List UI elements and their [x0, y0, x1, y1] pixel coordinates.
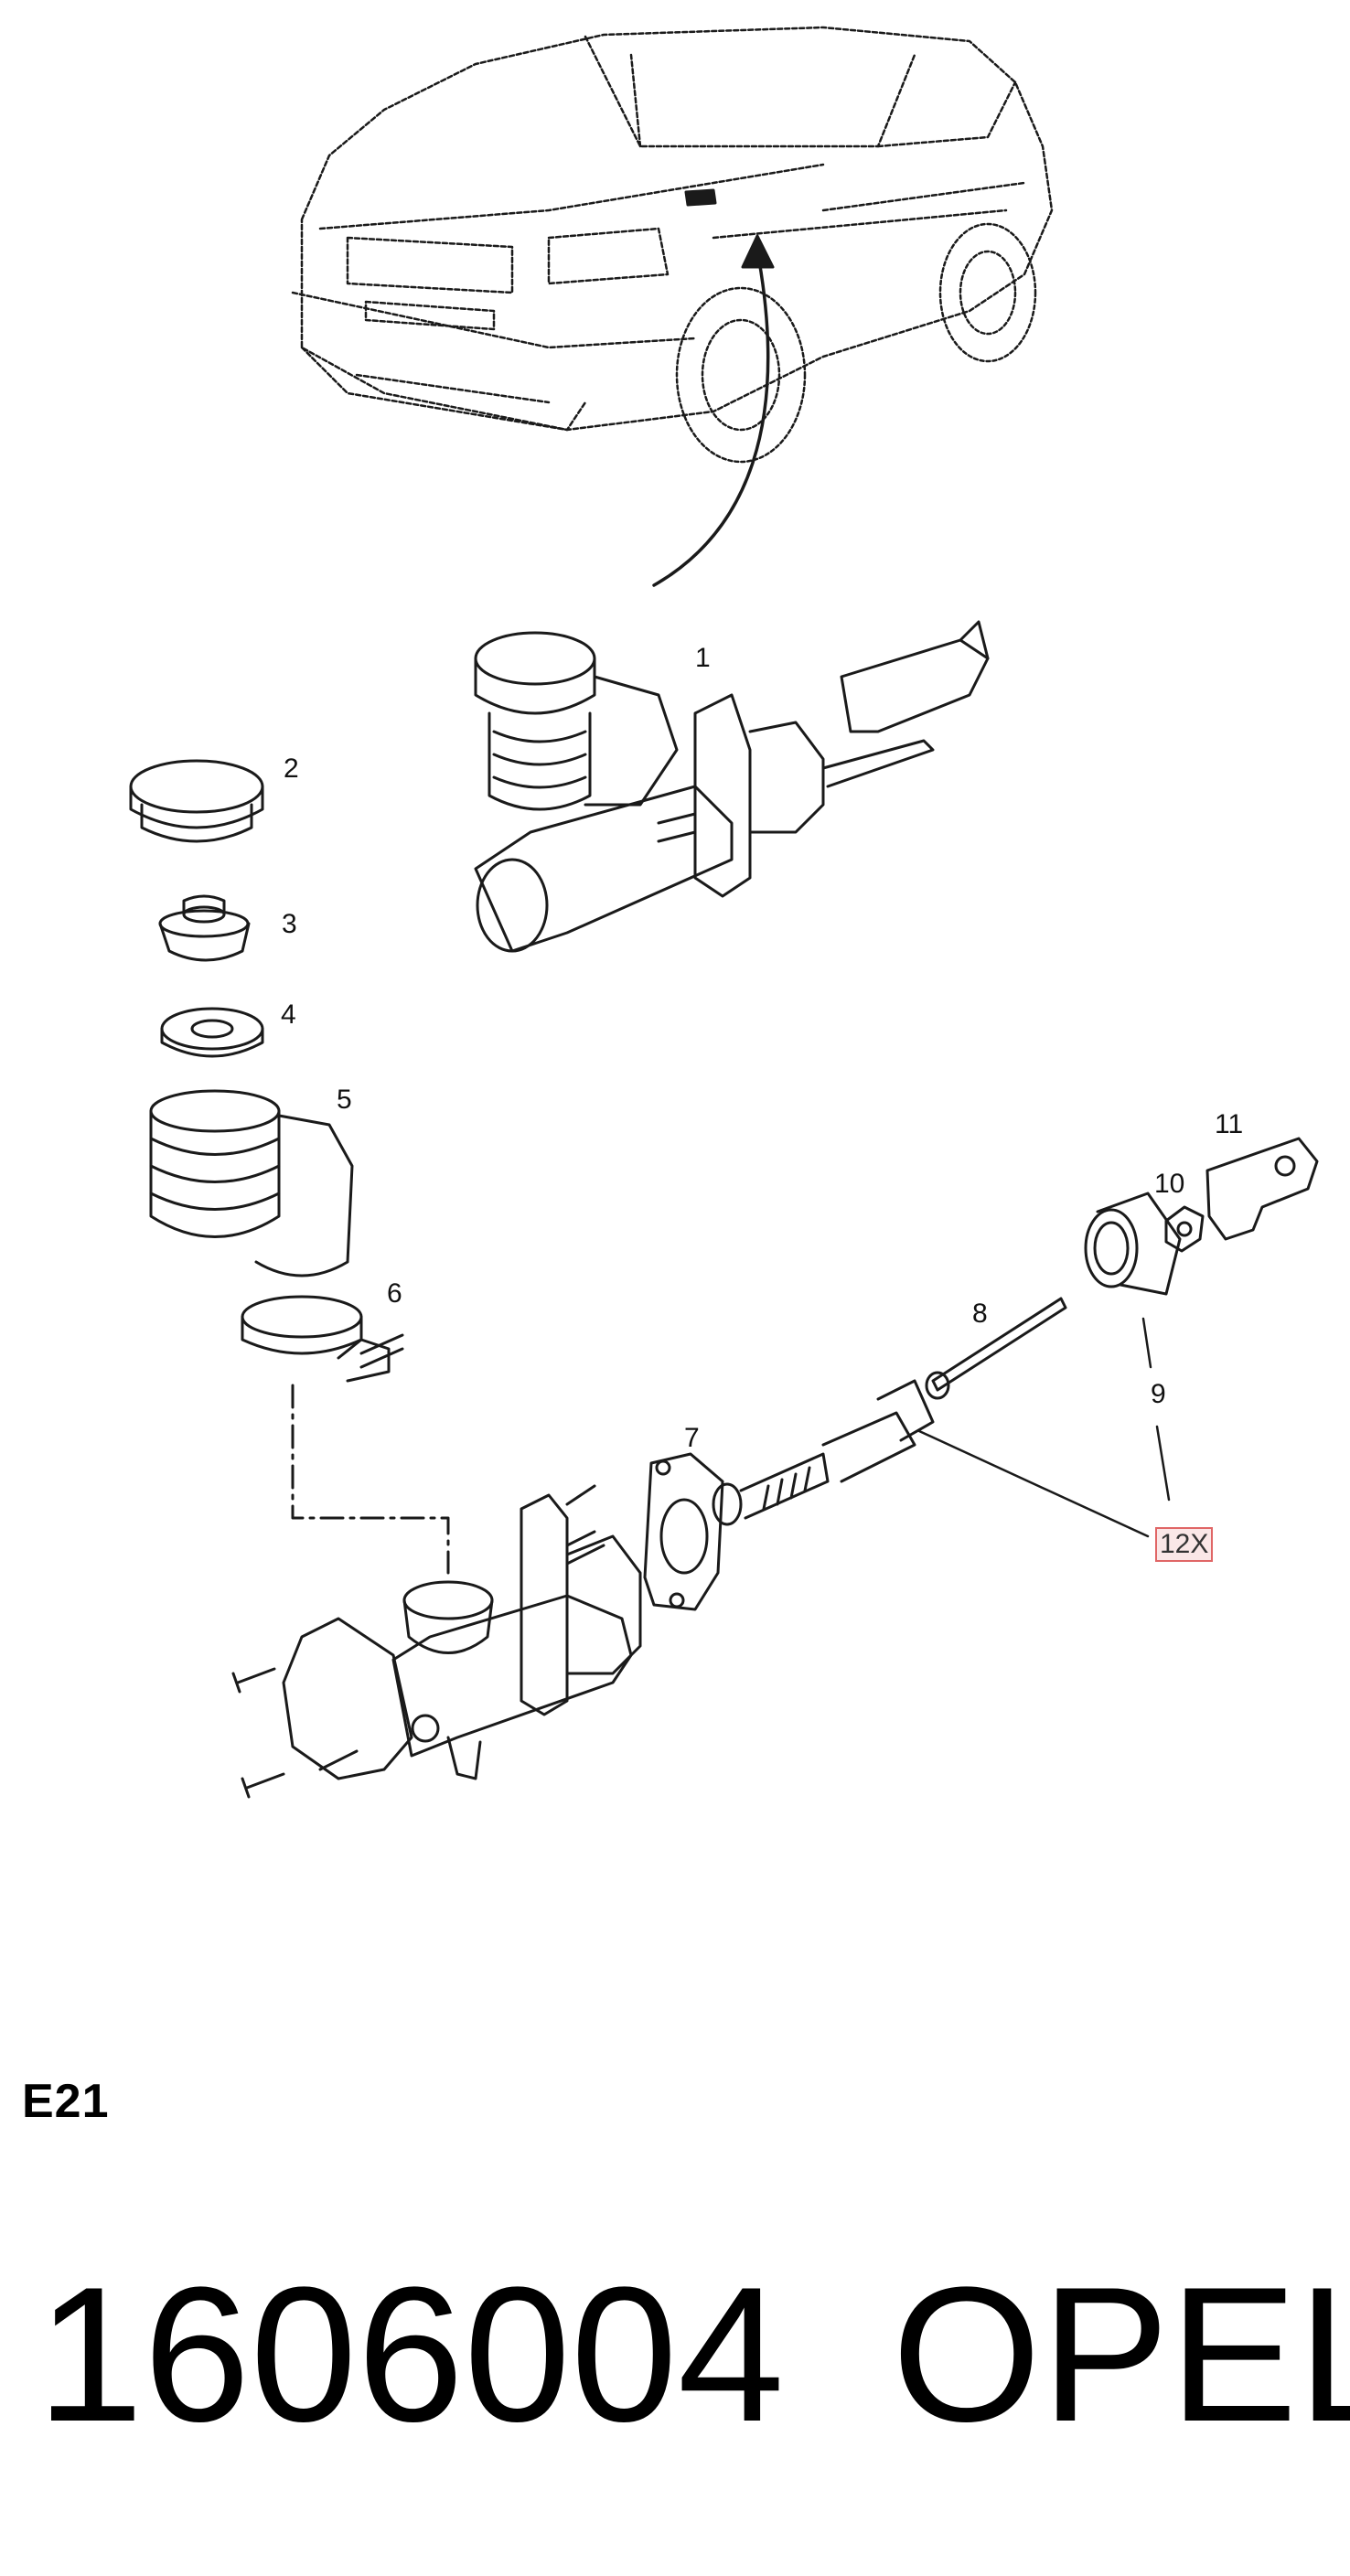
callout-10: 10	[1154, 1169, 1185, 1199]
pointer-arrowhead	[741, 234, 775, 269]
part-7-gasket	[643, 1452, 724, 1611]
brand-name: OPEL	[892, 2247, 1350, 2462]
callout-2: 2	[284, 754, 299, 784]
leader-lines	[917, 1317, 1171, 1538]
vehicle-rear-wheel	[938, 222, 1037, 363]
pointer-arrow	[652, 259, 770, 587]
piston-kit-parts	[712, 1379, 935, 1526]
callout-7: 7	[684, 1423, 700, 1453]
vehicle-front-wheel	[675, 286, 807, 464]
part-6-hose-clamp	[241, 1295, 404, 1383]
callout-1: 1	[695, 643, 711, 673]
part-3-cap-seal	[158, 894, 251, 962]
part-10-nut	[1164, 1205, 1205, 1253]
callout-3: 3	[282, 909, 297, 939]
vehicle-front-bumper	[300, 346, 587, 432]
callout-8: 8	[972, 1299, 988, 1329]
part-11-clevis	[1205, 1137, 1319, 1241]
callout-9: 9	[1151, 1379, 1166, 1409]
callout-6: 6	[387, 1278, 402, 1309]
section-code: E21	[22, 2075, 110, 2128]
part-8-push-rod	[925, 1297, 1067, 1400]
master-cylinder-body	[231, 1484, 642, 1799]
assembly-connector-line	[291, 1384, 450, 1575]
exploded-parts-diagram	[129, 26, 1319, 1799]
callout-5: 5	[337, 1085, 352, 1115]
part-2-reservoir-cap	[129, 759, 264, 843]
part-9-dust-boot	[1084, 1192, 1182, 1296]
part-number: 1606004	[37, 2247, 785, 2462]
part-1-master-cylinder-assembly	[474, 620, 990, 953]
callout-12x-highlighted[interactable]: 12X	[1155, 1527, 1214, 1562]
part-5-fluid-reservoir	[149, 1089, 354, 1277]
callout-11: 11	[1215, 1109, 1244, 1139]
location-marker	[684, 188, 717, 207]
callout-4: 4	[281, 999, 296, 1030]
part-4-washer	[160, 1007, 264, 1058]
vehicle-illustration	[291, 26, 1054, 432]
